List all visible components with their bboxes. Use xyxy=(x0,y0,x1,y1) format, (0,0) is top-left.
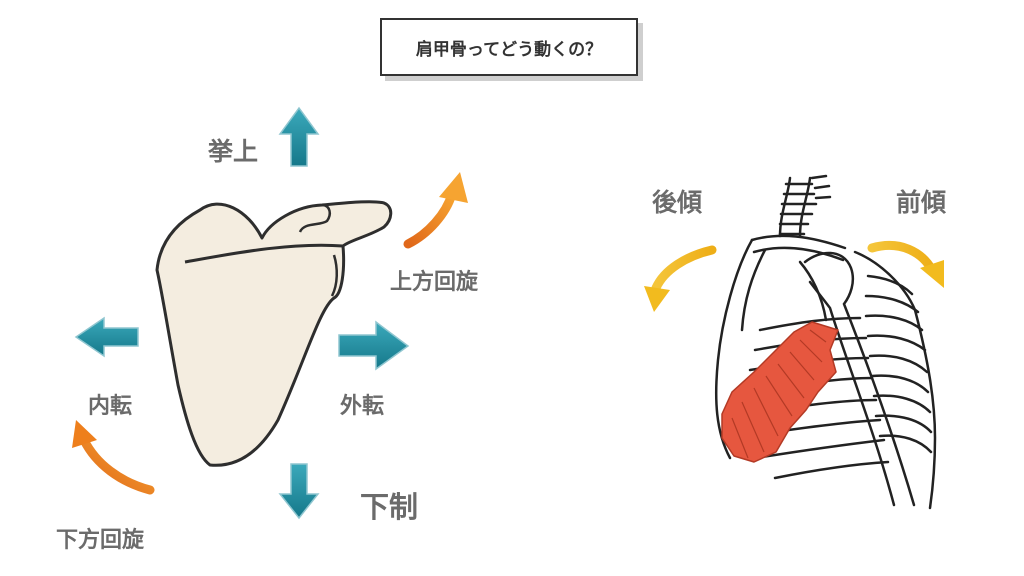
depression-arrow xyxy=(278,463,320,520)
posterior-tilt-arrow xyxy=(644,245,717,312)
label-upward-rotation: 上方回旋 xyxy=(390,270,479,295)
retraction-arrow xyxy=(74,316,139,358)
label-elevation: 挙上 xyxy=(208,137,259,166)
title-text: 肩甲骨ってどう動くの？ xyxy=(415,39,603,60)
anterior-tilt-arrow xyxy=(867,240,944,288)
downward-rotation-arrow xyxy=(72,420,155,495)
label-protraction: 外転 xyxy=(340,394,385,419)
upward-rotation-arrow xyxy=(403,172,468,249)
label-anterior-tilt: 前傾 xyxy=(896,188,947,217)
label-downward-rotation: 下方回旋 xyxy=(56,528,145,553)
label-depression: 下制 xyxy=(360,490,419,524)
label-retraction: 内転 xyxy=(88,394,133,419)
title-box: 肩甲骨ってどう動くの？ xyxy=(380,18,638,76)
serratus-anterior-muscle xyxy=(721,321,839,463)
label-posterior-tilt: 後傾 xyxy=(652,188,703,217)
elevation-arrow xyxy=(278,106,320,167)
protraction-arrow xyxy=(338,320,410,371)
scapula-illustration xyxy=(155,200,393,467)
